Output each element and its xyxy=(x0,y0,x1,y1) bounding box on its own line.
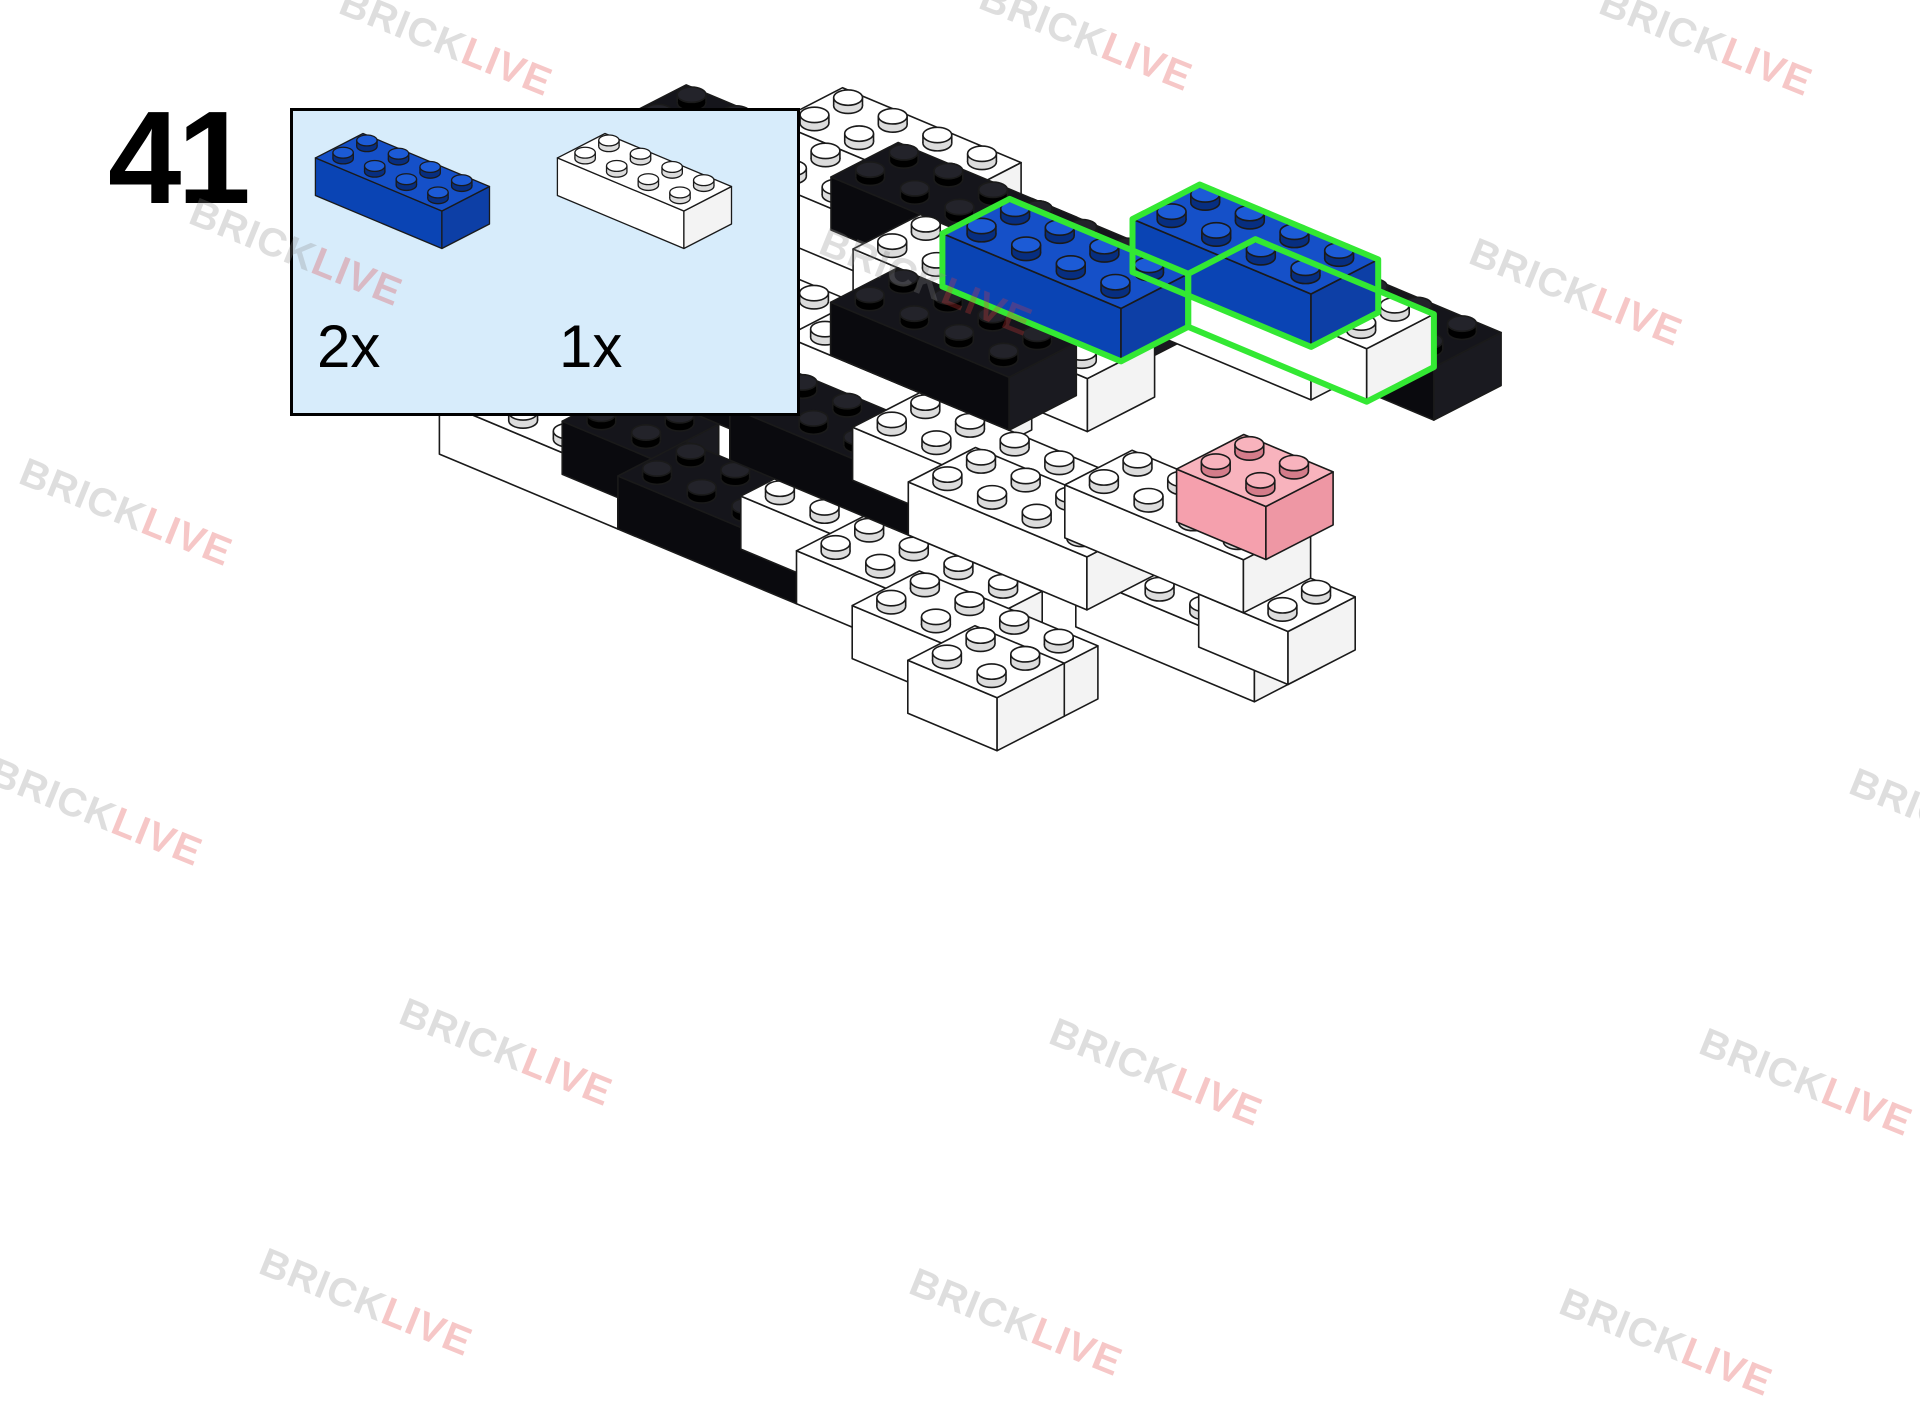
callout-blue-brick xyxy=(314,132,491,250)
part-quantity-blue: 2x xyxy=(317,313,381,380)
step-number: 41 xyxy=(108,84,251,231)
highlight-new-blue-brick-2 xyxy=(939,195,1192,365)
callout-white-brick xyxy=(556,132,733,250)
model-brick-22 xyxy=(1175,433,1334,561)
model-brick-32 xyxy=(829,266,1078,432)
parts-callout: 2x 1x xyxy=(290,108,800,416)
parts-callout-illustrations xyxy=(314,132,733,250)
part-quantity-white: 1x xyxy=(559,313,623,380)
highlight-new-blue-brick-1 xyxy=(1129,181,1382,350)
model-brick-8 xyxy=(906,624,1066,752)
model-illustration xyxy=(327,84,1502,752)
